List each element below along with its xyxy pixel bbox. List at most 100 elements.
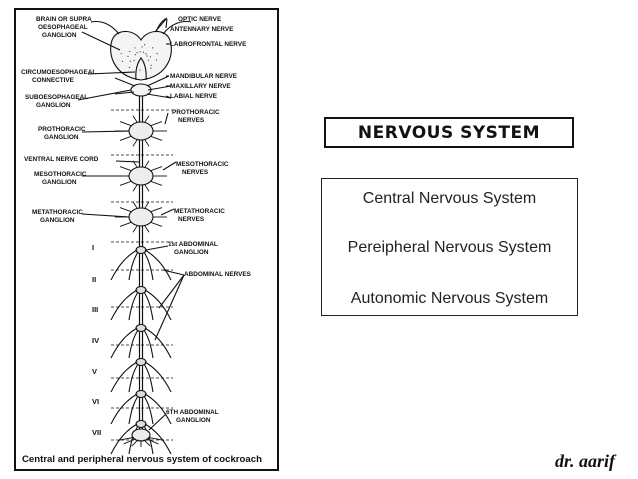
label-antennary-nerve: ANTENNARY NERVE <box>170 26 234 33</box>
abdominal-nerve-right <box>144 327 172 359</box>
thoracic-nerve <box>132 184 138 192</box>
segment-numeral-5: V <box>92 367 97 376</box>
metathoracic-ganglion <box>128 207 154 227</box>
abdominal-nerve-left <box>128 251 139 281</box>
stipple-dot <box>129 60 131 62</box>
leader-line <box>154 18 167 33</box>
leader-line <box>158 274 185 309</box>
leader-line <box>77 89 132 101</box>
title-box: NERVOUS SYSTEM <box>324 117 574 148</box>
stipple-dot <box>139 69 141 71</box>
label-mandibular-nerve: MANDIBULAR NERVE <box>170 73 238 80</box>
leader-line <box>145 245 169 251</box>
mouthpart-nerve-left <box>114 77 136 87</box>
label-suboesophageal-line1: SUBOESOPHAGEAL <box>25 94 88 101</box>
abdominal-nerve-right <box>143 291 154 321</box>
thoracic-nerve <box>150 180 163 186</box>
label-mesothoracic-ganglion-line1: MESOTHORACIC <box>34 171 87 178</box>
thoracic-nerve <box>119 166 132 172</box>
thoracic-nerve <box>119 207 132 213</box>
label-brain-line3: GANGLION <box>42 32 77 39</box>
label-mesothoracic-nerves-line1: MESOTHORACIC <box>176 161 229 168</box>
label-brain-line1: BRAIN OR SUPRA <box>36 16 92 23</box>
abdominal-nerve-right <box>144 393 172 425</box>
label-mesothoracic-nerves-line2: NERVES <box>182 169 209 176</box>
stipple-dot <box>139 51 141 53</box>
leader-line <box>165 18 168 29</box>
label-first-abdominal-ganglion-line2: GANGLION <box>174 249 209 256</box>
thoracic-nerve <box>144 201 150 209</box>
abdominal-nerve-left <box>110 327 138 359</box>
abdominal-nerve-left <box>128 329 139 359</box>
list-item-autonomic: Autonomic Nervous System <box>350 290 549 307</box>
stipple-dot <box>149 56 152 58</box>
thoracic-nerve <box>119 121 132 127</box>
leader-line <box>81 31 121 51</box>
terminal-nerve <box>148 436 165 441</box>
abdominal-nerve-left <box>128 291 139 321</box>
stipple-dot <box>120 52 122 55</box>
label-prothoracic-ganglion-line1: PROTHORACIC <box>38 126 86 133</box>
thoracic-nerve <box>144 184 150 192</box>
abdominal-nerve-right <box>143 363 154 393</box>
abdominal-nerve-right <box>143 329 154 359</box>
terminal-nerve <box>143 439 151 447</box>
label-metathoracic-nerves-line2: NERVES <box>178 216 205 223</box>
abdominal-nerve-right <box>143 251 154 281</box>
segment-numeral-4: IV <box>92 336 99 345</box>
thoracic-nerve <box>144 160 150 168</box>
label-first-abdominal-ganglion-line1: 1st ABDOMINAL <box>168 241 218 248</box>
prothoracic-ganglion <box>128 121 154 141</box>
stipple-dot <box>136 52 138 54</box>
optic-nerve-left <box>90 20 120 35</box>
label-labrofrontal-nerve: LABROFRONTAL NERVE <box>170 41 247 48</box>
stipple-dot <box>129 50 131 53</box>
thoracic-nerve <box>144 115 150 123</box>
labial-nerve <box>146 93 172 99</box>
stipple-dot <box>128 66 131 69</box>
abdominal-nerve-right <box>144 249 172 281</box>
terminal-nerve <box>123 438 136 445</box>
stipple-dot <box>134 47 136 49</box>
abdominal-nerve-left <box>110 423 138 455</box>
abdominal-nerve-left <box>110 249 138 281</box>
leader-line <box>160 208 175 216</box>
terminal-nerve <box>146 438 159 445</box>
stipple-dot <box>156 52 158 55</box>
thoracic-nerve <box>150 121 163 127</box>
circumoesophageal-connective <box>135 57 147 81</box>
label-prothoracic-nerves-line1: PROTHORACIC <box>172 109 220 116</box>
terminal-nerve <box>131 439 139 447</box>
thoracic-nerve <box>144 139 150 147</box>
abdominal-nerve-left <box>110 393 138 425</box>
optic-nerve-right <box>162 20 192 35</box>
label-metathoracic-nerves-line1: METATHORACIC <box>174 208 225 215</box>
leader-line <box>162 161 177 171</box>
label-ventral-nerve-cord: VENTRAL NERVE CORD <box>24 156 99 163</box>
abdominal-nerve-left <box>128 363 139 393</box>
label-prothoracic-nerves-line2: NERVES <box>178 117 205 124</box>
label-maxillary-nerve: MAXILLARY NERVE <box>170 83 231 90</box>
label-sixth-abdominal-ganglion-line1: 6TH ABDOMINAL <box>166 409 219 416</box>
thoracic-nerve <box>132 201 138 209</box>
list-item-central: Central Nervous System <box>362 190 537 207</box>
label-metathoracic-ganglion-line2: GANGLION <box>40 217 75 224</box>
abdominal-nerve-right <box>143 425 154 455</box>
abdominal-nerve-right <box>144 423 172 455</box>
stipple-dot <box>134 54 136 56</box>
stipple-dot <box>127 55 129 57</box>
terminal-nerve <box>117 436 134 441</box>
label-optic-nerve: OPTIC NERVE <box>178 16 222 23</box>
brain-ganglion <box>110 30 172 81</box>
diagram-caption: Central and peripheral nervous system of… <box>22 454 262 465</box>
label-mesothoracic-ganglion-line2: GANGLION <box>42 179 77 186</box>
leader-line <box>165 95 172 99</box>
author-signature: dr. aarif <box>555 451 616 471</box>
stipple-dot <box>133 59 135 62</box>
leader-line <box>164 112 169 125</box>
thoracic-nerve <box>119 135 132 141</box>
leader-line <box>148 413 167 431</box>
thoracic-nerve <box>144 225 150 233</box>
stipple-dot <box>121 60 124 62</box>
stipple-dot <box>142 51 145 53</box>
